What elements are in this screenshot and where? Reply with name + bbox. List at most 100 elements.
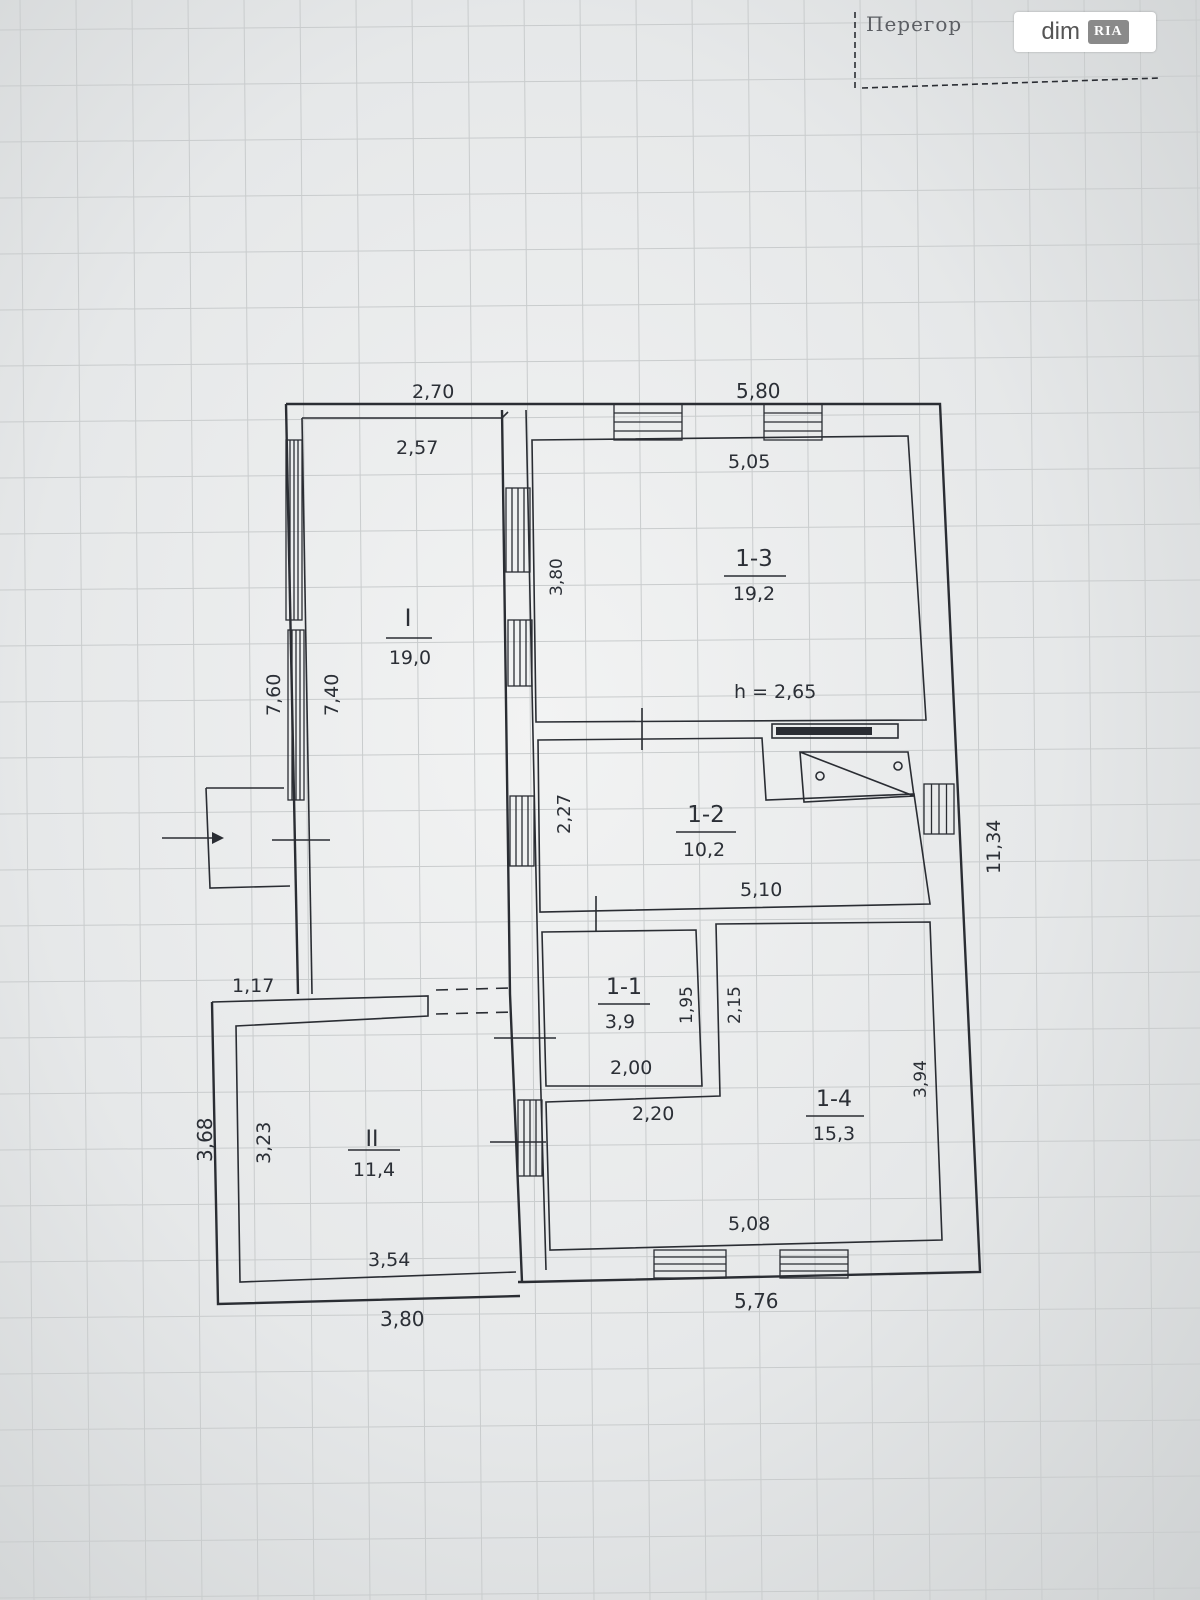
grid-line <box>411 0 427 1600</box>
windows <box>285 403 955 1279</box>
grid-line <box>523 0 539 1600</box>
room-II-outer <box>210 1001 521 1306</box>
room-I-top-wall <box>302 411 509 419</box>
grid-line <box>0 467 1200 479</box>
room-1-4-length2: 2,15 <box>725 986 745 1024</box>
room-area: 11,4 <box>353 1159 395 1181</box>
room-area: 3,9 <box>605 1011 635 1033</box>
grid-line <box>0 1531 1200 1543</box>
window-icon <box>779 1249 849 1279</box>
room-1-3-width: 5,05 <box>728 451 770 473</box>
grid-line <box>75 0 91 1600</box>
room-area: 19,0 <box>389 647 431 669</box>
grid-line <box>0 1307 1200 1319</box>
grid-line <box>1027 0 1043 1600</box>
grid-line <box>0 75 1200 87</box>
room-I-left-inner <box>301 417 313 995</box>
dim-annex-outer: 3,68 <box>193 1117 217 1162</box>
room-1-1-width: 2,00 <box>610 1057 652 1079</box>
grid-line <box>0 1139 1200 1151</box>
dim-bottom-right: 5,76 <box>734 1289 779 1313</box>
room-1-3-length: 3,80 <box>547 558 567 596</box>
grid-line <box>0 635 1200 647</box>
window-icon <box>505 487 531 573</box>
room-number: I <box>404 604 411 632</box>
window-icon <box>923 783 955 835</box>
grid-line <box>0 355 1200 367</box>
grid-line <box>0 523 1200 535</box>
grid-line <box>0 1419 1200 1431</box>
watermark-text: dim <box>1041 18 1080 45</box>
grid-line <box>859 0 875 1600</box>
room-label-1-3: 1-3 19,2 <box>724 546 786 605</box>
grid-line <box>971 0 987 1600</box>
grid-line <box>1195 0 1200 515</box>
grid-line <box>187 0 203 1600</box>
stove-body <box>799 751 915 803</box>
grid-line <box>0 19 1200 31</box>
grid-line <box>0 187 1200 199</box>
room-1-4-length: 3,94 <box>911 1060 931 1098</box>
grid-line <box>467 0 483 1600</box>
room-number: 1-1 <box>606 975 642 1000</box>
room-label-I: I 19,0 <box>386 604 432 669</box>
grid-line <box>0 803 1200 815</box>
window-icon <box>285 439 303 621</box>
grid-line <box>0 1083 1200 1095</box>
room-1-2-width: 5,10 <box>740 879 782 901</box>
room-II-width: 3,54 <box>368 1249 410 1271</box>
room-I-length: 7,40 <box>321 674 343 716</box>
grid-line <box>299 0 315 1600</box>
room-label-II: II 11,4 <box>348 1127 400 1181</box>
room-1-4-width2: 2,20 <box>632 1103 674 1125</box>
central-partition <box>500 409 524 1283</box>
stove-circle-b <box>893 761 903 771</box>
window-icon <box>613 403 683 441</box>
room-1-3-height: h = 2,65 <box>734 681 816 703</box>
room-1-2-length: 2,27 <box>554 794 575 834</box>
grid-line <box>747 0 763 1600</box>
door-marks <box>490 708 643 1143</box>
dim-left-ext: 1,17 <box>232 975 274 997</box>
grid-line <box>243 0 259 1600</box>
stamp-border <box>854 12 1161 89</box>
dim-right-outer: 11,34 <box>983 820 1005 874</box>
window-icon <box>517 1099 543 1177</box>
watermark: dim RIA <box>1014 12 1156 52</box>
room-area: 10,2 <box>683 839 725 861</box>
room-1-4-width: 5,08 <box>728 1213 770 1235</box>
grid-line <box>0 411 1200 423</box>
window-icon <box>653 1249 727 1279</box>
room-number: 1-3 <box>735 546 773 572</box>
room-label-1-4: 1-4 15,3 <box>806 1087 864 1145</box>
grid-line <box>0 1587 1200 1599</box>
dim-top-left: 2,70 <box>412 381 454 403</box>
dim-top-right: 5,80 <box>736 379 781 403</box>
window-icon <box>763 403 823 441</box>
room-1-4-outline <box>545 921 943 1251</box>
stamp-text: Перегор <box>866 12 963 36</box>
grid-line <box>131 0 147 1600</box>
opening-dashed <box>435 987 515 1015</box>
room-number: II <box>366 1127 379 1152</box>
room-number: 1-2 <box>687 802 725 828</box>
porch <box>205 787 291 889</box>
room-1-1-length: 1,95 <box>677 986 697 1024</box>
grid-line <box>1139 0 1155 1600</box>
grid-line <box>0 859 1200 871</box>
grid-line <box>803 0 819 1600</box>
grid-line <box>0 243 1200 255</box>
room-II-length: 3,23 <box>253 1122 275 1164</box>
window-icon <box>287 629 305 801</box>
room-number: 1-4 <box>816 1087 852 1112</box>
grid-line <box>691 0 707 1600</box>
grid-line <box>0 915 1200 927</box>
grid-line <box>635 0 651 1600</box>
room-label-1-2: 1-2 10,2 <box>676 802 736 861</box>
dim-bottom-left: 3,80 <box>380 1307 425 1331</box>
grid-line <box>0 691 1200 703</box>
grid-line <box>0 299 1200 311</box>
room-label-1-1: 1-1 3,9 <box>598 975 650 1033</box>
